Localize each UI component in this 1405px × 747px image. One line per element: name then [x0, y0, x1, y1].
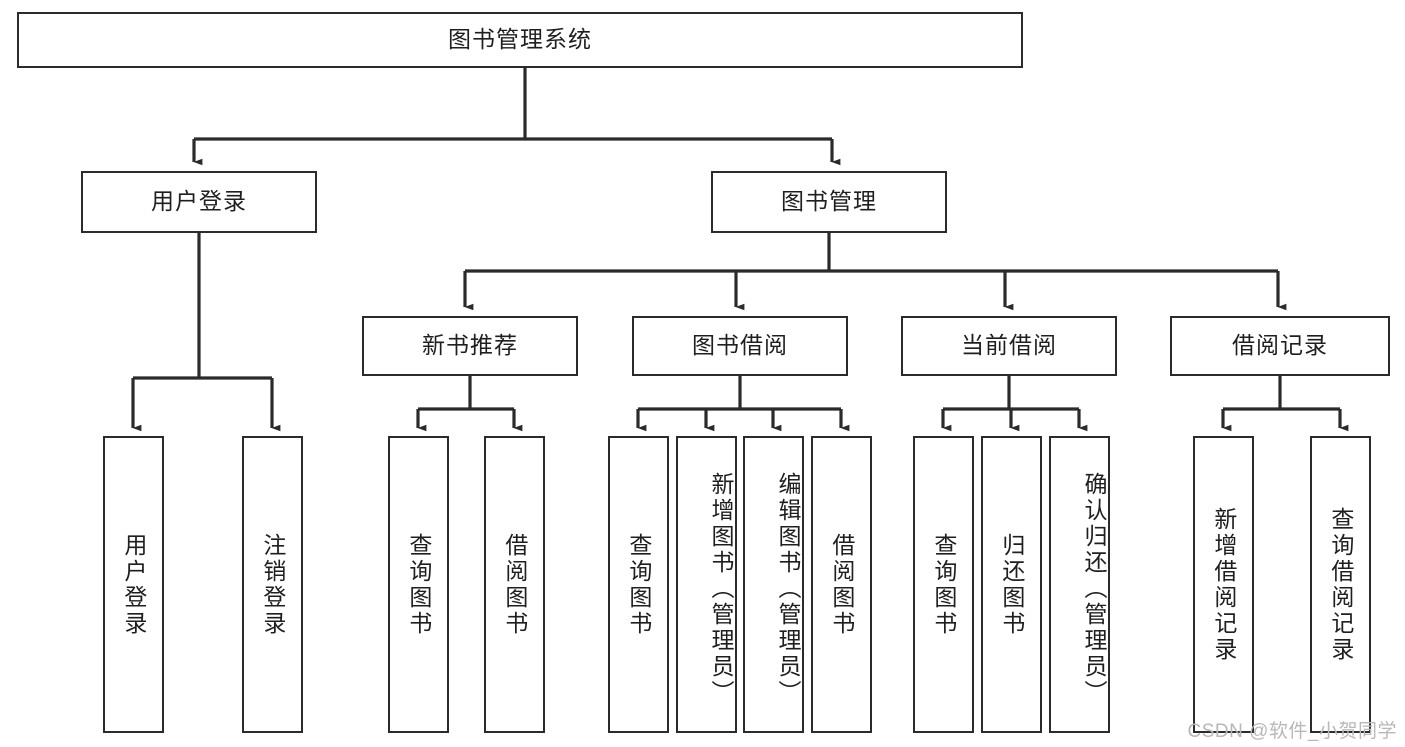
node-user-login[interactable]: 用户登录 [81, 171, 317, 233]
node-leaf-confirm-return[interactable]: 确认归还（管理员） [1049, 436, 1110, 733]
node-borrow-record[interactable]: 借阅记录 [1170, 316, 1390, 376]
node-leaf-query-book-1[interactable]: 查询图书 [388, 436, 449, 733]
node-leaf-borrow-book-1[interactable]: 借阅图书 [484, 436, 545, 733]
node-leaf-return-book[interactable]: 归还图书 [981, 436, 1042, 733]
node-leaf-borrow-book-2[interactable]: 借阅图书 [811, 436, 872, 733]
node-book-manage[interactable]: 图书管理 [711, 171, 947, 233]
node-leaf-query-book-2[interactable]: 查询图书 [608, 436, 669, 733]
node-leaf-user-login[interactable]: 用户登录 [103, 436, 164, 733]
node-leaf-logout[interactable]: 注销登录 [242, 436, 303, 733]
node-leaf-add-record[interactable]: 新增借阅记录 [1193, 436, 1254, 733]
node-leaf-query-record[interactable]: 查询借阅记录 [1310, 436, 1371, 733]
node-new-book-recommend[interactable]: 新书推荐 [362, 316, 578, 376]
node-leaf-edit-book[interactable]: 编辑图书（管理员） [743, 436, 804, 733]
csdn-watermark: CSDN @软件_小贺同学 [1187, 721, 1397, 742]
node-root[interactable]: 图书管理系统 [17, 12, 1023, 68]
node-current-borrow[interactable]: 当前借阅 [901, 316, 1117, 376]
node-leaf-add-book[interactable]: 新增图书（管理员） [676, 436, 737, 733]
node-book-borrow[interactable]: 图书借阅 [632, 316, 848, 376]
node-leaf-query-book-3[interactable]: 查询图书 [913, 436, 974, 733]
